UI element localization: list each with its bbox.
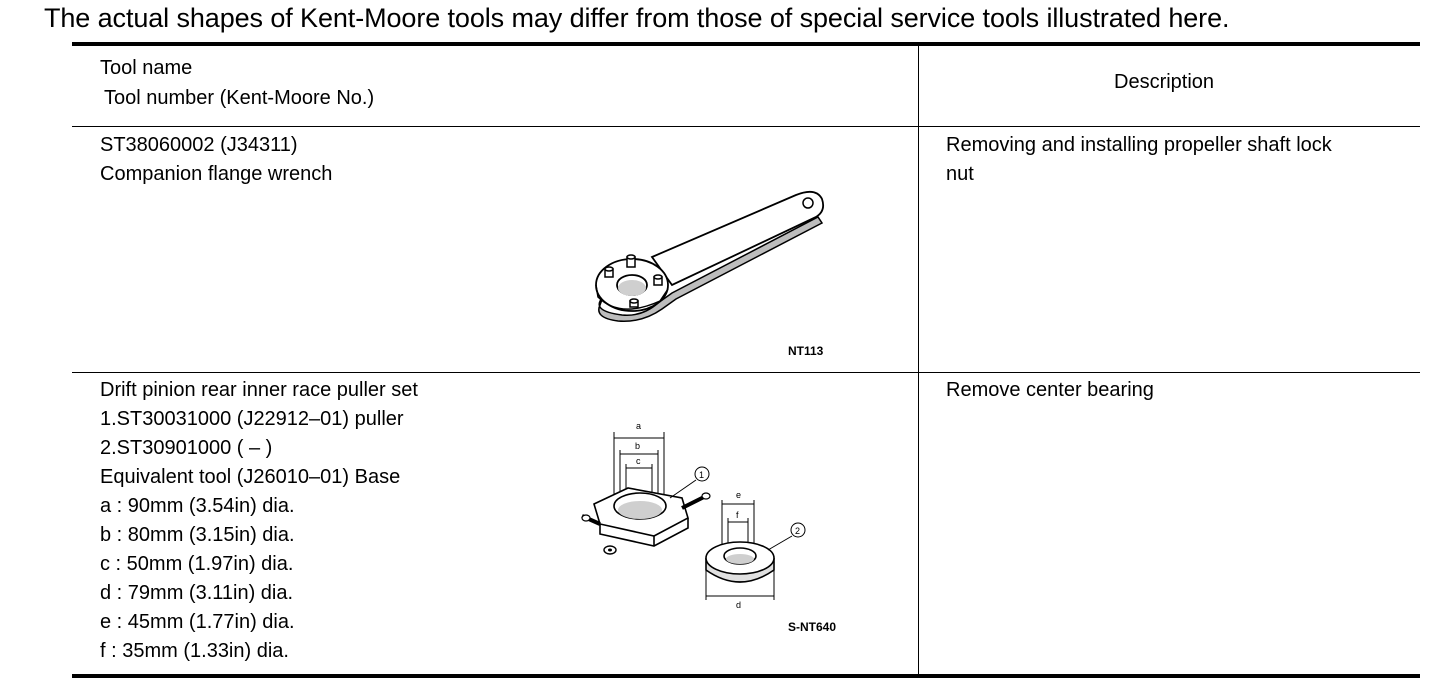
dim-label-c: c [636,456,641,466]
part-label-2: 2 [795,526,800,536]
part-label-1: 1 [699,470,704,480]
row2-equivalent-tool: Equivalent tool (J26010–01) Base [100,466,401,488]
header-tool-number: Tool number (Kent-Moore No.) [104,87,375,109]
row2-figure-code: S-NT640 [788,620,837,634]
row2-description: Remove center bearing [946,379,1154,401]
companion-flange-wrench-illustration [595,190,825,322]
row2-dim-f: f : 35mm (1.33in) dia. [100,640,289,662]
column-divider [918,46,919,674]
dim-label-a: a [636,421,641,431]
table-top-rule [72,42,1420,46]
row2-part2: 2.ST30901000 ( – ) [100,437,273,459]
row1-figure-code: NT113 [788,344,824,358]
puller-set-illustration: a b c 1 e f 2 d [581,421,806,610]
dim-label-b: b [635,441,640,451]
row2-dim-d: d : 79mm (3.11in) dia. [100,582,294,604]
table-bottom-rule [72,674,1420,678]
row2-part1: 1.ST30031000 (J22912–01) puller [100,408,404,430]
dim-label-d: d [736,600,741,610]
header-row-divider [72,126,1420,127]
notice-text: The actual shapes of Kent-Moore tools ma… [44,3,1230,33]
row2-dim-e: e : 45mm (1.77in) dia. [100,611,295,633]
row2-dim-a: a : 90mm (3.54in) dia. [100,495,295,517]
row2-title: Drift pinion rear inner race puller set [100,379,418,401]
row1-description-line2: nut [946,163,974,185]
header-description: Description [1114,71,1215,93]
row2-dim-b: b : 80mm (3.15in) dia. [100,524,295,546]
header-tool-name: Tool name [100,57,193,79]
row-divider [72,372,1420,373]
dim-label-f: f [736,510,739,520]
row2-dim-c: c : 50mm (1.97in) dia. [100,553,294,575]
dim-label-e: e [736,490,741,500]
row1-description-line1: Removing and installing propeller shaft … [946,134,1332,156]
row1-tool-name: Companion flange wrench [100,163,333,185]
row1-tool-number: ST38060002 (J34311) [100,134,298,156]
